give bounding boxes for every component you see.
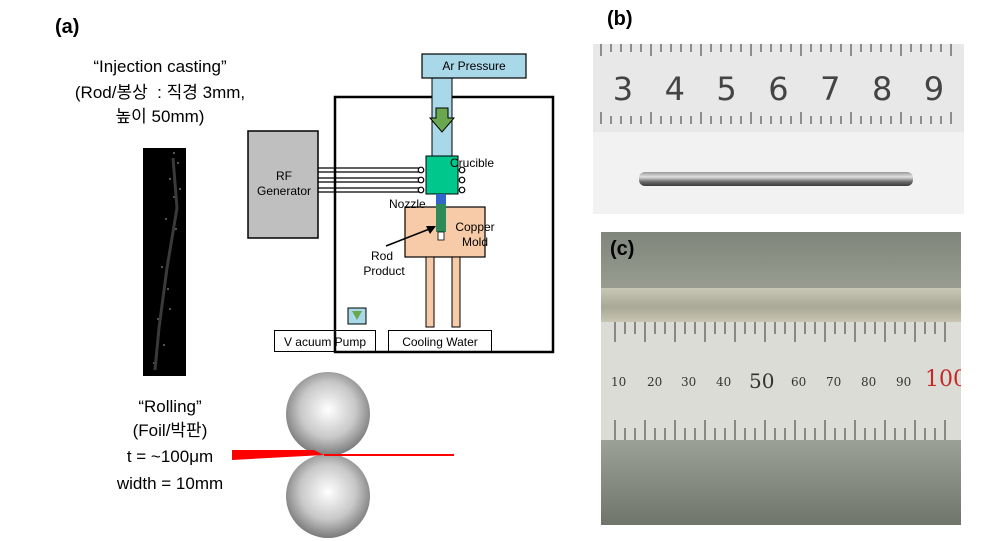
- rolling-line3: t = ~100μm: [126, 447, 214, 466]
- injection-casting-schematic: [247, 53, 555, 354]
- rod-texture: [153, 152, 181, 371]
- ruler-number: 70: [826, 375, 842, 389]
- mold-cavity: [437, 231, 445, 241]
- induction-coils: [417, 166, 466, 194]
- panel-a-label: (a): [55, 16, 80, 38]
- photo-bottom: [601, 440, 961, 525]
- injection-line2: (Rod/봉상 : 직경 3mm,: [74, 83, 246, 102]
- rod-image: [143, 148, 186, 376]
- rf-label-line2: Generator: [256, 184, 312, 198]
- cooling-pipe-left: [425, 256, 435, 328]
- cooling-water-label: Cooling Water: [402, 335, 478, 349]
- ruler-number: 50: [749, 369, 775, 393]
- copper-label-line1: Copper: [455, 220, 495, 234]
- ruler-number: 40: [716, 375, 732, 389]
- panel-b-label: (b): [607, 8, 633, 30]
- ar-pressure-box: [421, 53, 527, 79]
- vacuum-pump-box: [274, 330, 376, 352]
- foil-strip: [601, 288, 961, 326]
- tape-measure: [593, 44, 964, 132]
- tape-number: 6: [768, 70, 789, 108]
- upper-roller: [286, 372, 370, 456]
- ar-flow-arrow: [428, 107, 456, 133]
- tape-number: 7: [820, 70, 841, 108]
- ruler-number: 10: [611, 375, 627, 389]
- ruler-number: 30: [681, 375, 697, 389]
- tape-numbers: 3 4 5 6 7 8 9: [593, 70, 964, 108]
- nozzle: [436, 194, 446, 204]
- ruler-number-100: 100: [925, 367, 961, 392]
- rolling-line4: width = 10mm: [116, 474, 224, 493]
- tape-number: 8: [871, 70, 893, 108]
- crucible: [425, 155, 459, 195]
- rf-generator-box: [247, 130, 319, 239]
- injection-title: “Injection casting”: [93, 57, 227, 76]
- steel-ruler: [601, 322, 961, 440]
- ruler-number: 80: [861, 375, 877, 389]
- ruler-number: 60: [791, 375, 807, 389]
- vacuum-pump-label: V acuum Pump: [283, 335, 367, 349]
- tape-number: 9: [923, 70, 945, 108]
- ruler-number: 90: [896, 375, 912, 389]
- cooling-pipe-right: [451, 256, 461, 328]
- rod-sample: [639, 172, 913, 186]
- vacuum-arrow: [352, 311, 362, 320]
- copper-label-line2: Mold: [461, 235, 488, 249]
- photo-background: [601, 232, 961, 292]
- ar-pressure-label: Ar Pressure: [442, 59, 506, 73]
- cooling-water-box: [388, 330, 492, 352]
- rod-product-pointer-head: [426, 226, 436, 234]
- tape-number: 4: [664, 70, 685, 108]
- tape-number: 5: [716, 70, 737, 108]
- rf-label-line1: RF: [276, 169, 292, 183]
- tape-number: 3: [612, 70, 634, 108]
- rolling-line2: (Foil/박판): [132, 421, 208, 440]
- panel-c-label: (c): [610, 238, 635, 260]
- injection-line3: 높이 50mm): [115, 107, 205, 126]
- rod-product-pointer: [385, 227, 433, 247]
- tape-bottom-ticks: [593, 110, 964, 124]
- ruler-numbers: 10 20 30 40 50 60 70 80 90 100: [605, 367, 961, 395]
- rf-wires: [318, 167, 420, 193]
- rod-product-label-line1: Rod: [370, 249, 393, 263]
- rolling-title: “Rolling”: [138, 397, 202, 416]
- panel-c-photo: 10 20 30 40 50 60 70 80 90 100: [601, 232, 961, 525]
- rod-product-label-line2: Product: [363, 264, 405, 278]
- ruler-number: 20: [647, 375, 663, 389]
- rod-in-mold: [436, 204, 446, 232]
- lower-roller: [286, 454, 370, 538]
- crucible-label: Crucible: [450, 156, 495, 170]
- rolling-diagram: [232, 372, 454, 538]
- panel-b-photo: 3 4 5 6 7 8 9: [593, 44, 964, 214]
- tape-top-ticks: [593, 44, 964, 56]
- nozzle-label: Nozzle: [389, 197, 426, 211]
- foil-input: [232, 450, 324, 460]
